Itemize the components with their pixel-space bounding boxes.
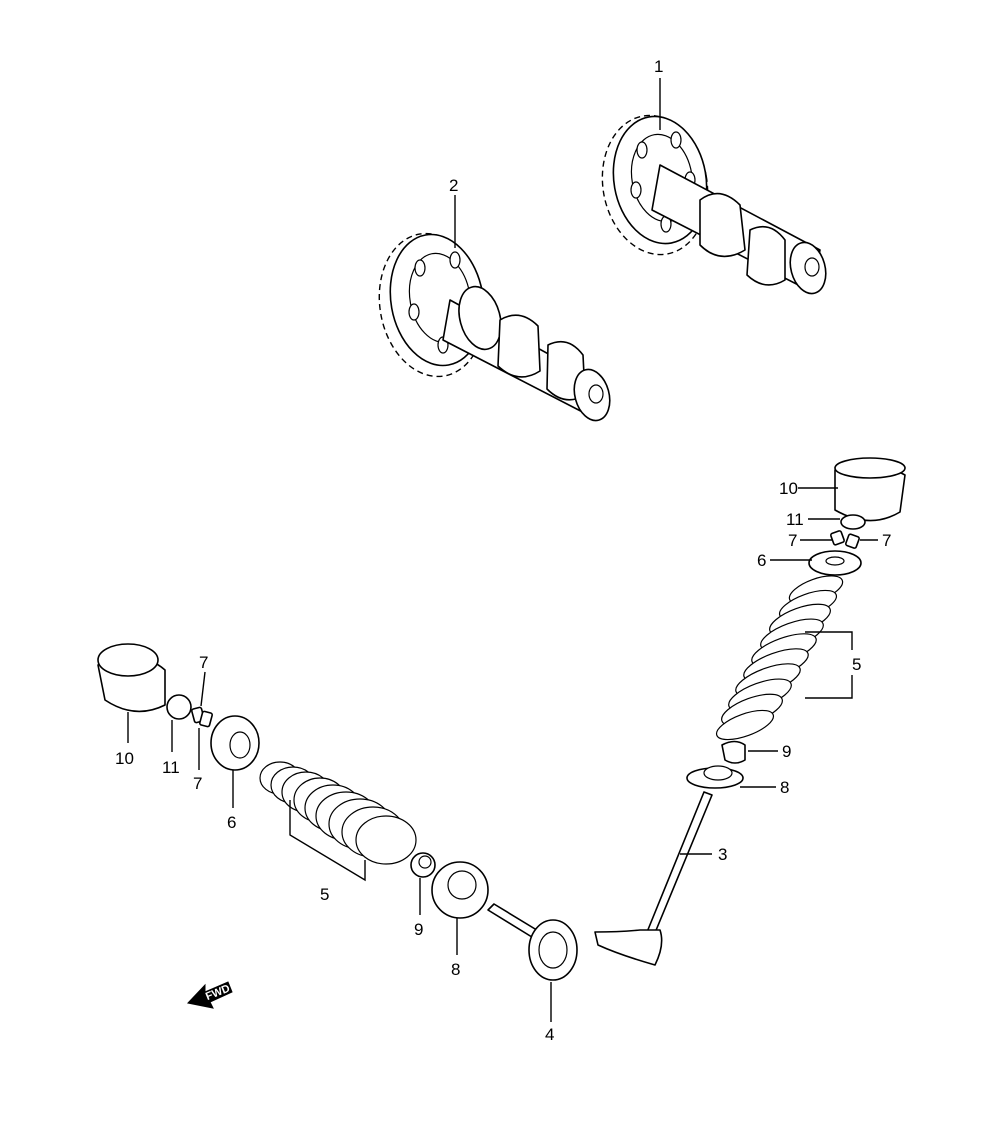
callout-7-right-a: 7: [788, 531, 797, 550]
callout-7-right-b: 7: [882, 531, 891, 550]
callout-4: 4: [545, 1025, 554, 1044]
callout-10-right: 10: [779, 479, 798, 498]
callout-9-left: 9: [414, 920, 423, 939]
callout-7-left-b: 7: [193, 774, 202, 793]
forward-direction-arrow: FWD: [187, 981, 233, 1009]
callout-1: 1: [654, 57, 663, 76]
valve-spring-right: [715, 575, 844, 741]
callout-5-right: 5: [852, 655, 861, 674]
callout-11-left: 11: [162, 758, 180, 777]
fwd-label: FWD: [204, 983, 232, 1004]
callout-labels: 1 2 3 4 5 5 6 6 7 7 7 7 8 8 9 9 10 10 11…: [115, 57, 891, 1044]
right-valve-assembly: [594, 457, 906, 966]
callout-6-left: 6: [227, 813, 236, 832]
callout-7-left-a: 7: [199, 653, 208, 672]
valve-spring-left: [259, 761, 417, 865]
callout-10-left: 10: [115, 749, 134, 768]
callout-2: 2: [449, 176, 458, 195]
callout-8-left: 8: [451, 960, 460, 979]
left-valve-assembly: [97, 643, 578, 981]
leader-lines: [127, 78, 878, 1022]
callout-6-right: 6: [757, 551, 766, 570]
callout-5-left: 5: [320, 885, 329, 904]
callout-8-right: 8: [780, 778, 789, 797]
callout-3: 3: [718, 845, 727, 864]
callout-9-right: 9: [782, 742, 791, 761]
camshaft-2: [378, 232, 611, 422]
callout-11-right: 11: [786, 510, 804, 529]
camshaft-1: [601, 114, 827, 295]
